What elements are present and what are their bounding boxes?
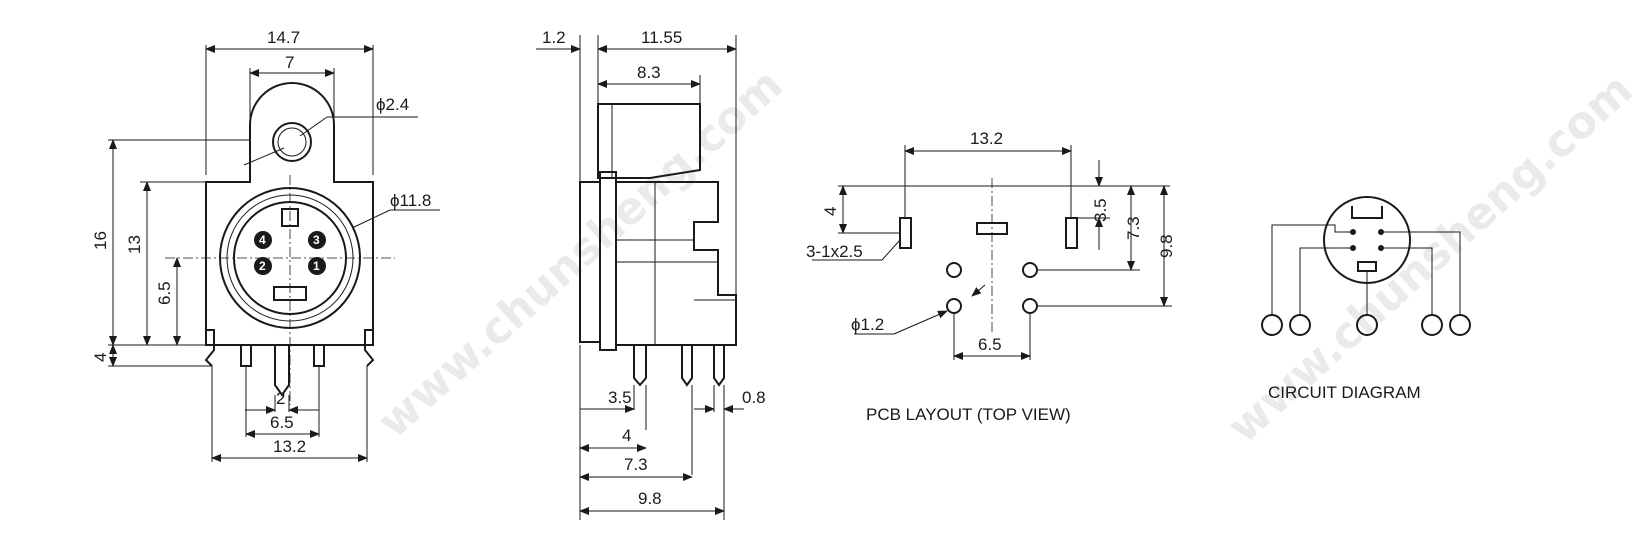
dim-vert-a: 3.5	[1091, 198, 1110, 222]
pin-label-3: 3	[313, 233, 320, 247]
dim-pin-off-a: 3.5	[608, 388, 632, 407]
circuit-socket-key	[1351, 206, 1383, 219]
dim-vert-c: 9.8	[1157, 234, 1176, 258]
pcb-slot-left	[899, 217, 912, 249]
front-lead-a	[240, 345, 252, 367]
side-lead-2	[681, 345, 693, 387]
leader	[299, 116, 328, 137]
pcb-slot-right	[1065, 217, 1078, 249]
front-lead-left	[204, 329, 215, 367]
front-lead-b	[313, 345, 325, 367]
front-body-outline	[205, 82, 374, 346]
leader	[351, 209, 391, 229]
dim-height-body: 13	[125, 235, 144, 254]
dim-pin-off-c: 7.3	[624, 455, 648, 474]
pin-label-4: 4	[259, 233, 266, 247]
dim-depth-total: 11.55	[641, 28, 682, 47]
side-view: 1.2 11.55 8.3 3.5 0.8 4 7.3 9.8	[536, 28, 766, 520]
mounting-hole-inner	[277, 127, 307, 157]
circuit-key-bottom	[1357, 261, 1377, 272]
front-lead-right	[364, 329, 375, 367]
dim-hole-dia: ϕ2.4	[376, 95, 409, 114]
pcb-caption: PCB LAYOUT (TOP VIEW)	[866, 405, 1071, 424]
pcb-leader	[971, 284, 986, 297]
leader	[893, 310, 948, 335]
side-lead-3	[713, 345, 725, 387]
side-lead-1	[633, 345, 647, 387]
dim-pitch-center: 2	[276, 389, 285, 408]
pcb-hole	[1022, 298, 1038, 314]
circuit-wire	[1381, 247, 1433, 315]
circuit-terminal	[1261, 314, 1283, 336]
circuit-caption: CIRCUIT DIAGRAM	[1268, 383, 1421, 402]
pin-label-2: 2	[259, 259, 266, 273]
dim-pitch-outer: 13.2	[273, 437, 306, 456]
pcb-hole	[946, 298, 962, 314]
dim-width-total: 14.7	[267, 28, 300, 47]
dim-height-center: 6.5	[155, 281, 174, 305]
dim-hole-pitch: 6.5	[978, 335, 1002, 354]
dim-vert-b: 7.3	[1124, 216, 1143, 240]
mounting-hole	[272, 122, 312, 162]
dim-slot-size: 3-1x2.5	[806, 242, 863, 261]
leader	[881, 239, 901, 261]
dim-socket-dia: ϕ11.8	[390, 191, 431, 210]
pin-3	[308, 231, 326, 249]
front-lead-center	[274, 345, 290, 397]
leader	[243, 147, 285, 166]
circuit-wire	[1299, 247, 1353, 315]
dim-height-total: 16	[91, 231, 110, 250]
side-top-block	[597, 103, 701, 179]
pcb-layout: 13.2 4 3-1x2.5 3.5 7.3 9.8 ϕ1.2 6.5 PCB …	[806, 129, 1176, 424]
dim-offset-top: 1.2	[542, 28, 566, 47]
pcb-hole	[946, 262, 962, 278]
dim-width-tab: 7	[285, 53, 294, 72]
dim-pin-length: 4	[91, 353, 110, 362]
dim-pin-off-d: 9.8	[638, 489, 662, 508]
circuit-wire	[1381, 231, 1461, 315]
circuit-terminal	[1449, 314, 1471, 336]
dim-pin-off-b: 4	[622, 426, 631, 445]
pin-label-1: 1	[313, 259, 320, 273]
circuit-diagram: CIRCUIT DIAGRAM	[1261, 196, 1471, 402]
circuit-terminal	[1289, 314, 1311, 336]
dim-slot-offset: 4	[821, 207, 840, 216]
pin-1	[308, 257, 326, 275]
pin-4	[254, 231, 272, 249]
dim-pin-width: 0.8	[742, 388, 766, 407]
dim-hole-dia-pcb: ϕ1.2	[851, 315, 884, 334]
pcb-hole	[1022, 262, 1038, 278]
dim-pitch-inner: 6.5	[270, 413, 294, 432]
side-body	[615, 181, 737, 346]
front-view: 4 3 2 1 14.7 7 ϕ2.4 ϕ11.8	[91, 28, 440, 462]
circuit-wire	[1271, 224, 1353, 315]
circuit-terminal	[1421, 314, 1443, 336]
pin-2	[254, 257, 272, 275]
circuit-terminal	[1356, 314, 1378, 336]
dim-depth-top: 8.3	[637, 63, 661, 82]
dim-span-top: 13.2	[970, 129, 1003, 148]
